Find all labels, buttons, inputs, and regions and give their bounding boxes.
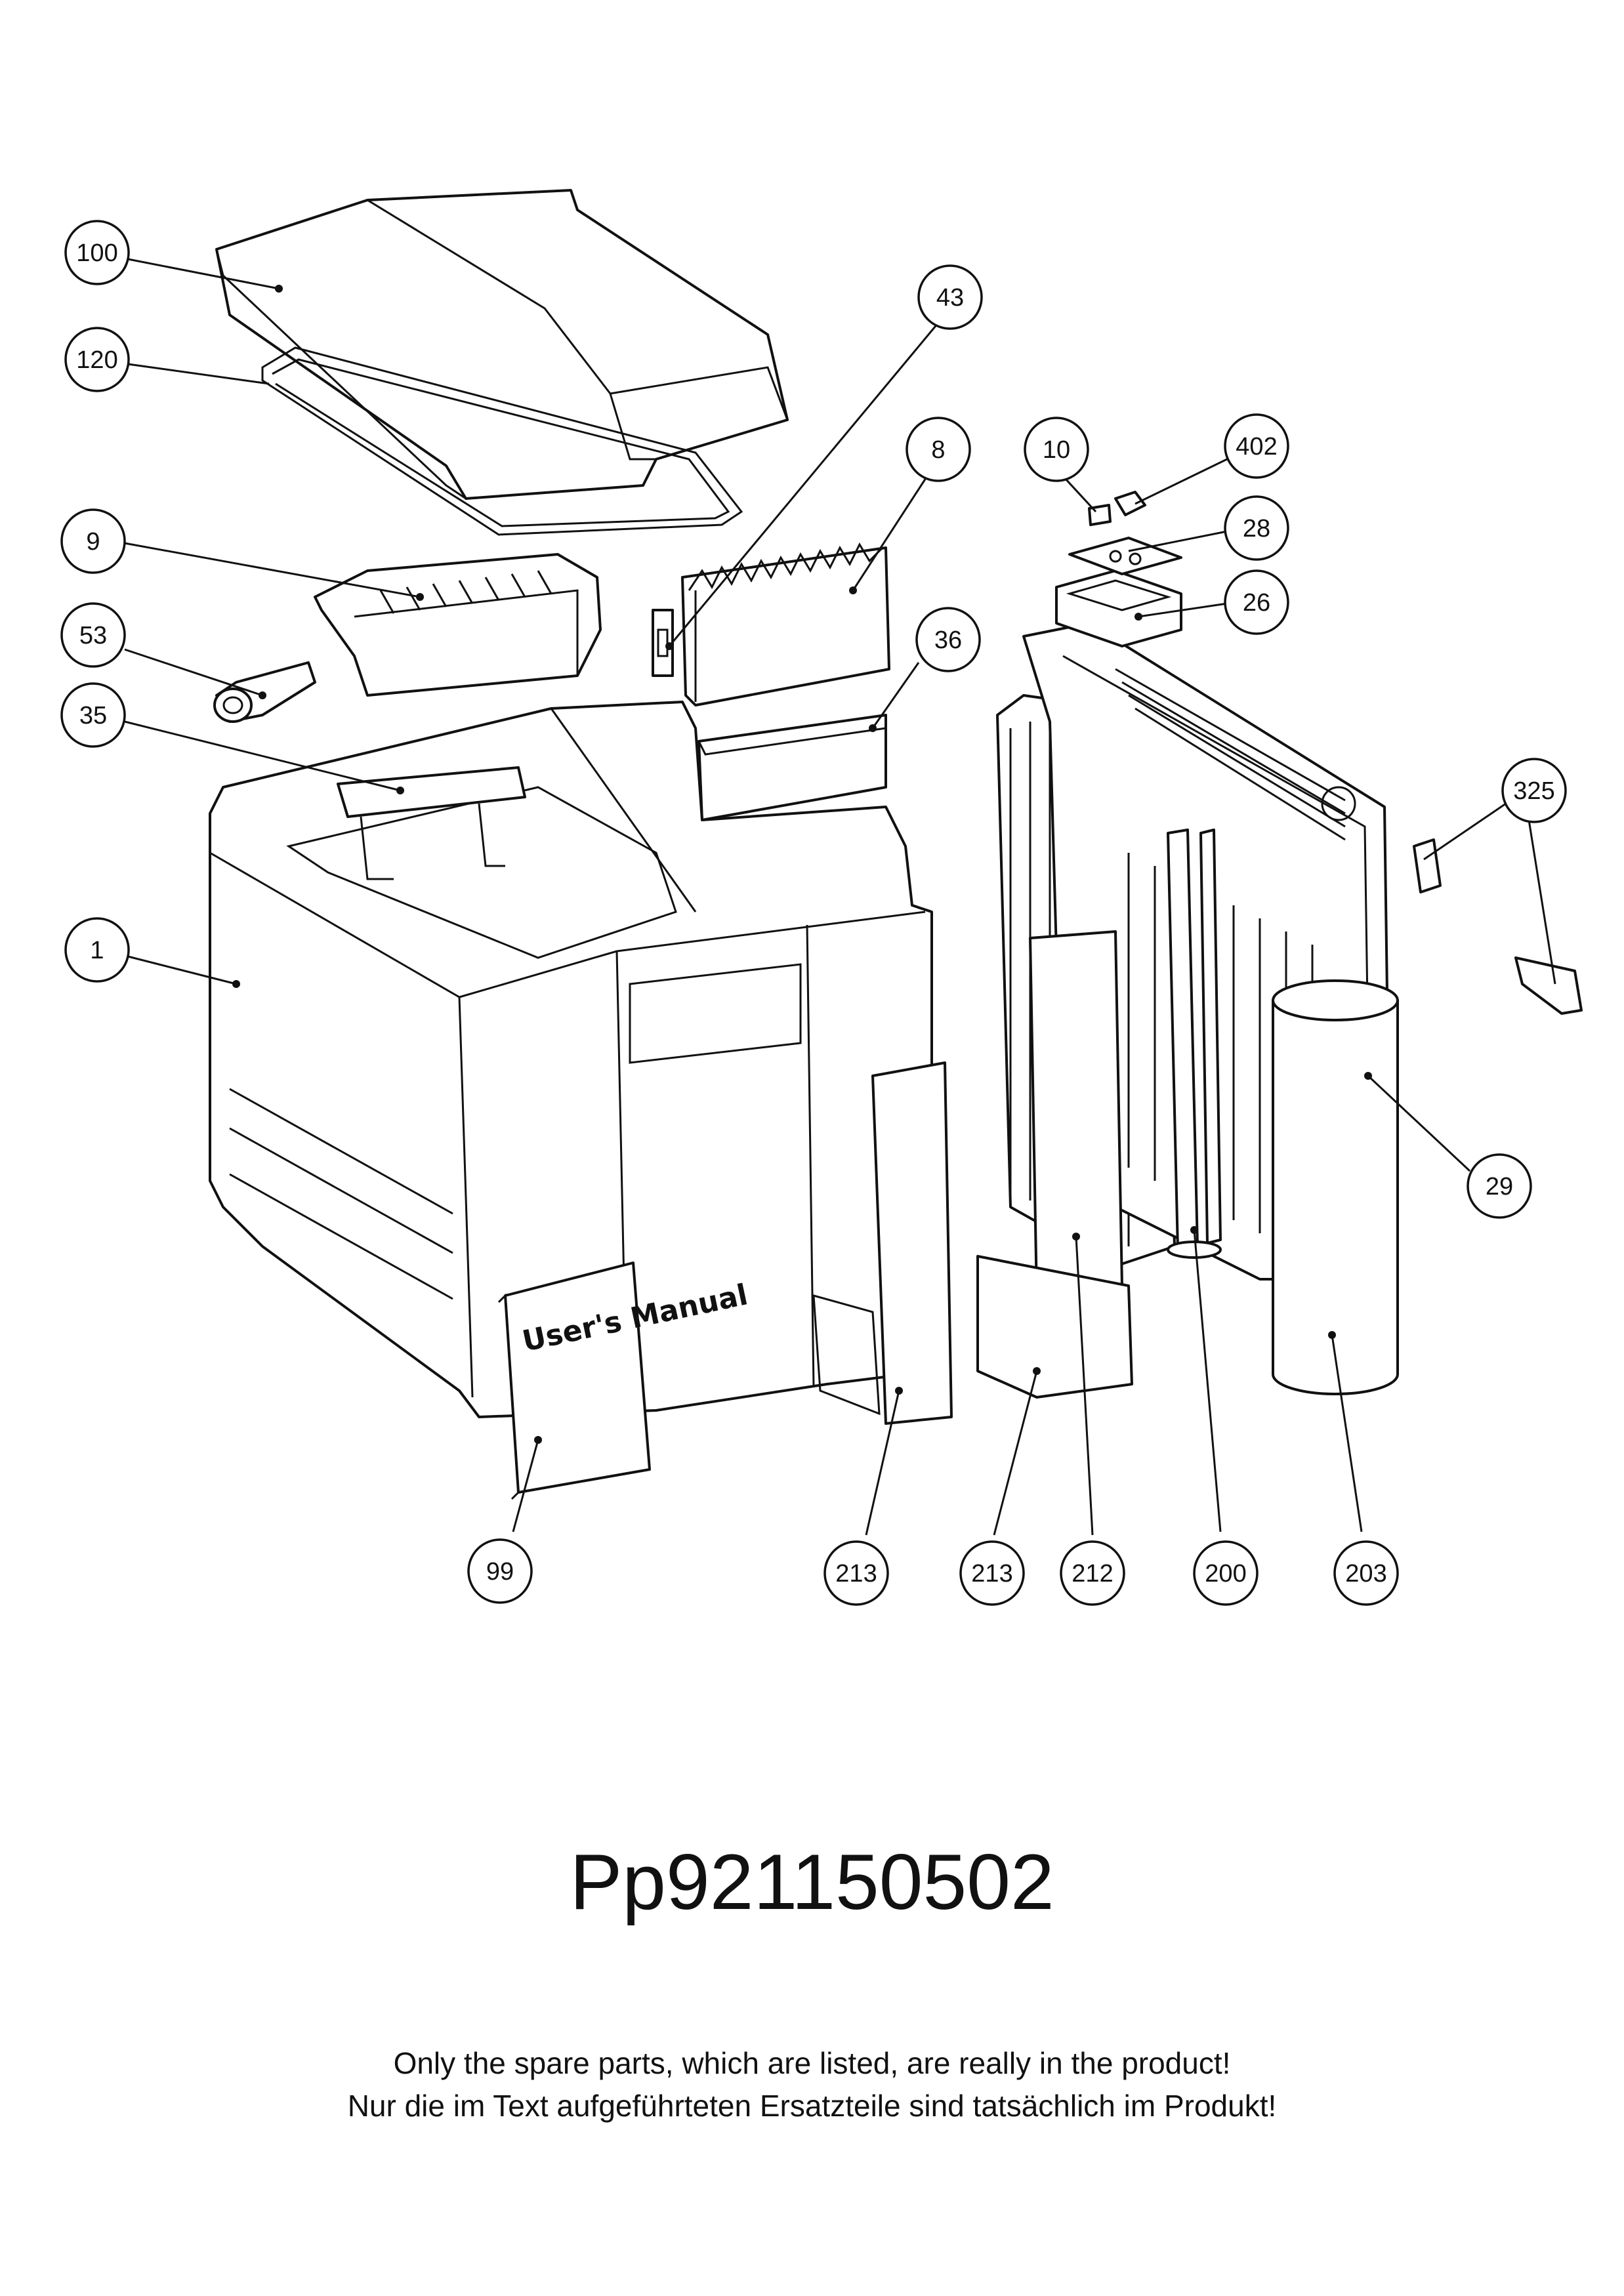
callout-402: 402 xyxy=(1224,413,1289,479)
callout-label: 28 xyxy=(1243,515,1270,543)
callout-label: 402 xyxy=(1236,433,1277,461)
callout-label: 10 xyxy=(1043,436,1070,464)
part-213-plate-front xyxy=(812,1061,953,1425)
callout-label: 212 xyxy=(1072,1560,1113,1588)
callout-1: 1 xyxy=(64,917,130,983)
callout-26: 26 xyxy=(1224,569,1289,635)
callout-9: 9 xyxy=(60,508,126,574)
part-402-cap xyxy=(1114,491,1146,516)
callout-label: 1 xyxy=(90,937,104,964)
part-200-pipe xyxy=(1167,829,1222,1259)
callout-43: 43 xyxy=(917,264,983,330)
note-english: Only the spare parts, which are listed, … xyxy=(393,2046,1231,2080)
callout-label: 120 xyxy=(76,346,117,374)
leader-lines xyxy=(124,258,1556,1536)
callout-29: 29 xyxy=(1467,1153,1532,1219)
callout-10: 10 xyxy=(1024,417,1089,482)
callout-99: 99 xyxy=(467,1538,533,1604)
part-53-knob xyxy=(213,661,316,723)
note-german: Nur die im Text aufgeführteten Ersatztei… xyxy=(347,2089,1277,2123)
callout-label: 100 xyxy=(76,239,117,267)
callout-label: 200 xyxy=(1205,1560,1246,1588)
callout-35: 35 xyxy=(60,682,126,748)
callout-label: 36 xyxy=(934,626,962,654)
callout-325: 325 xyxy=(1501,758,1567,823)
part-number-title: Pp921150502 xyxy=(570,1838,1054,1926)
callout-label: 325 xyxy=(1513,777,1554,805)
callout-label: 8 xyxy=(931,436,945,464)
callout-8: 8 xyxy=(906,417,971,482)
part-325-clips xyxy=(1413,838,1583,1015)
callout-28: 28 xyxy=(1224,495,1289,561)
part-35-bracket xyxy=(337,766,526,880)
callout-label: 29 xyxy=(1486,1173,1513,1200)
part-1-housing xyxy=(209,701,933,1418)
callout-120: 120 xyxy=(64,327,130,392)
part-99-users-manual: User's Manual xyxy=(497,1261,751,1500)
callout-53: 53 xyxy=(60,602,126,668)
callout-213-a: 213 xyxy=(823,1540,889,1606)
callout-label: 213 xyxy=(971,1560,1012,1588)
callout-100: 100 xyxy=(64,220,130,285)
part-8-heat-shield xyxy=(681,542,890,707)
callout-212: 212 xyxy=(1060,1540,1125,1606)
callout-label: 43 xyxy=(936,284,964,312)
part-36-plate xyxy=(697,714,887,821)
callout-200: 200 xyxy=(1193,1540,1259,1606)
callout-203: 203 xyxy=(1333,1540,1399,1606)
callout-label: 26 xyxy=(1243,589,1270,617)
callout-label: 53 xyxy=(79,622,107,649)
callout-213-b: 213 xyxy=(959,1540,1025,1606)
callout-label: 9 xyxy=(86,528,100,556)
part-28-plate xyxy=(1068,537,1182,575)
callout-label: 35 xyxy=(79,702,107,729)
callout-label: 213 xyxy=(835,1560,877,1588)
part-100-top-cover xyxy=(215,189,789,500)
callout-36: 36 xyxy=(915,607,981,672)
part-203-cylinder xyxy=(1272,979,1399,1395)
part-9-grille xyxy=(314,553,602,697)
callout-label: 203 xyxy=(1345,1560,1386,1588)
exploded-parts-diagram: User's Manual 100 120 43 8 10 402 28 26 … xyxy=(60,189,1583,1606)
callout-label: 99 xyxy=(486,1558,514,1586)
part-120-gasket xyxy=(261,346,743,536)
